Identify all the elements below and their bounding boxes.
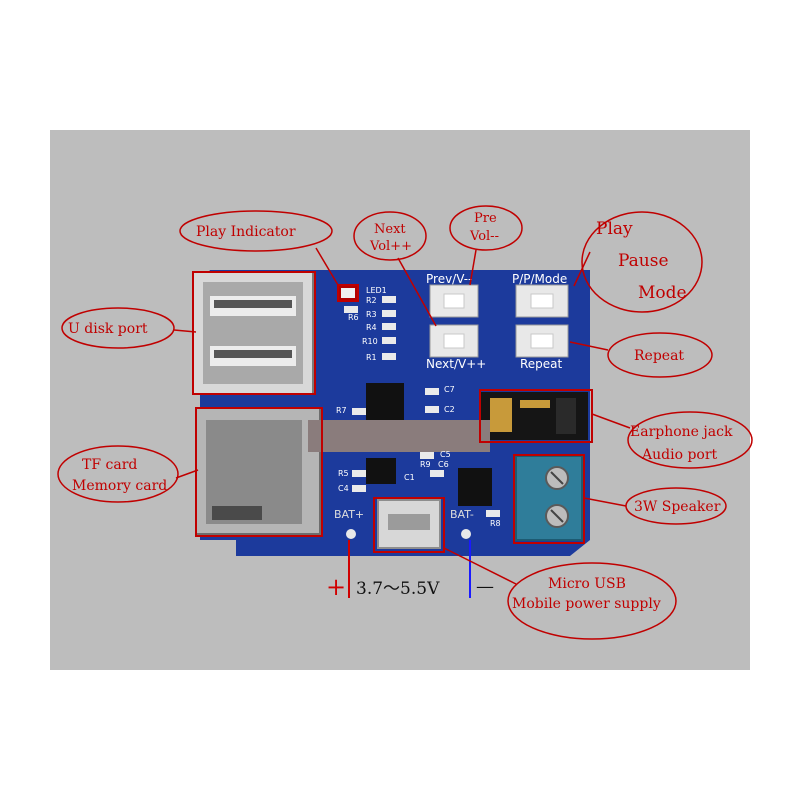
silk-r7: R7 <box>336 406 347 415</box>
highlight-boxes <box>192 271 593 553</box>
silk-bat-minus: BAT- <box>450 508 474 521</box>
silk-r8: R8 <box>490 519 501 528</box>
label-repeat: Repeat <box>634 348 684 364</box>
silk-c5: C5 <box>440 450 451 459</box>
ic-chip-amplifier <box>458 468 492 506</box>
callout-ellipses <box>57 205 753 640</box>
voltage-range: 3.7～5.5V <box>356 579 440 599</box>
silk-r10: R10 <box>362 337 378 346</box>
silk-r6: R6 <box>348 313 359 322</box>
silk-c2: C2 <box>444 405 455 414</box>
silk-r4: R4 <box>366 323 377 332</box>
silk-c6: C6 <box>438 460 449 469</box>
label-play-line1: Play <box>596 219 633 239</box>
label-tf-line1: TF card <box>82 457 137 473</box>
button-next <box>429 324 479 358</box>
silk-c7: C7 <box>444 385 455 394</box>
label-play-line3: Mode <box>638 283 687 303</box>
tf-card-slot <box>195 407 321 535</box>
u-disk-port-connector <box>192 271 314 395</box>
silk-r5: R5 <box>338 469 349 478</box>
silk-r3: R3 <box>366 310 377 319</box>
label-next-line2: Vol++ <box>369 239 412 254</box>
silk-r2: R2 <box>366 296 377 305</box>
voltage-minus-sign: — <box>476 576 494 597</box>
callout-labels: Play Indicator Next Vol++ Pre Vol-- Play… <box>68 211 733 612</box>
silk-repeat: Repeat <box>520 357 563 371</box>
silk-ppmode: P/P/Mode <box>512 272 567 286</box>
ic-chip-regulator <box>366 458 396 484</box>
resistor-pads <box>344 296 500 517</box>
silk-led1: LED1 <box>366 286 387 295</box>
silk-prev: Prev/V-- <box>426 272 472 286</box>
voltage-plus-sign: + <box>326 573 346 601</box>
label-pre-line1: Pre <box>474 211 497 226</box>
label-play-line2: Pause <box>618 251 669 271</box>
ic-chip-main <box>366 383 404 423</box>
label-play-indicator: Play Indicator <box>196 224 296 240</box>
label-next-line1: Next <box>374 222 406 237</box>
label-pre-line2: Vol-- <box>469 229 499 244</box>
label-earphone-line2: Audio port <box>641 447 718 463</box>
silk-c4: C4 <box>338 484 349 493</box>
label-earphone-line1: Earphone jack <box>630 424 733 440</box>
label-u-disk-port: U disk port <box>68 321 148 337</box>
button-play-pause <box>515 284 569 318</box>
micro-usb-connector <box>377 499 441 549</box>
bat-plus-pad <box>346 529 356 539</box>
play-indicator-led <box>339 286 357 300</box>
label-usb-line1: Micro USB <box>548 576 626 592</box>
label-speaker: 3W Speaker <box>634 499 721 515</box>
silk-r9: R9 <box>420 460 431 469</box>
silk-r1: R1 <box>366 353 377 362</box>
silk-next: Next/V++ <box>426 357 486 371</box>
silkscreen-text: Prev/V-- P/P/Mode Next/V++ Repeat LED1 R… <box>334 272 567 528</box>
bat-minus-pad <box>461 529 471 539</box>
earphone-jack-connector <box>480 392 588 440</box>
silk-c1: C1 <box>404 473 415 482</box>
button-prev <box>429 284 479 318</box>
callout-leader-lines <box>173 247 631 585</box>
button-repeat <box>515 324 569 358</box>
silk-bat-plus: BAT+ <box>334 508 364 521</box>
label-tf-line2: Memory card <box>72 478 167 494</box>
redacted-strip <box>308 420 490 452</box>
label-usb-line2: Mobile power supply <box>512 596 661 612</box>
speaker-terminal-block <box>515 455 583 541</box>
